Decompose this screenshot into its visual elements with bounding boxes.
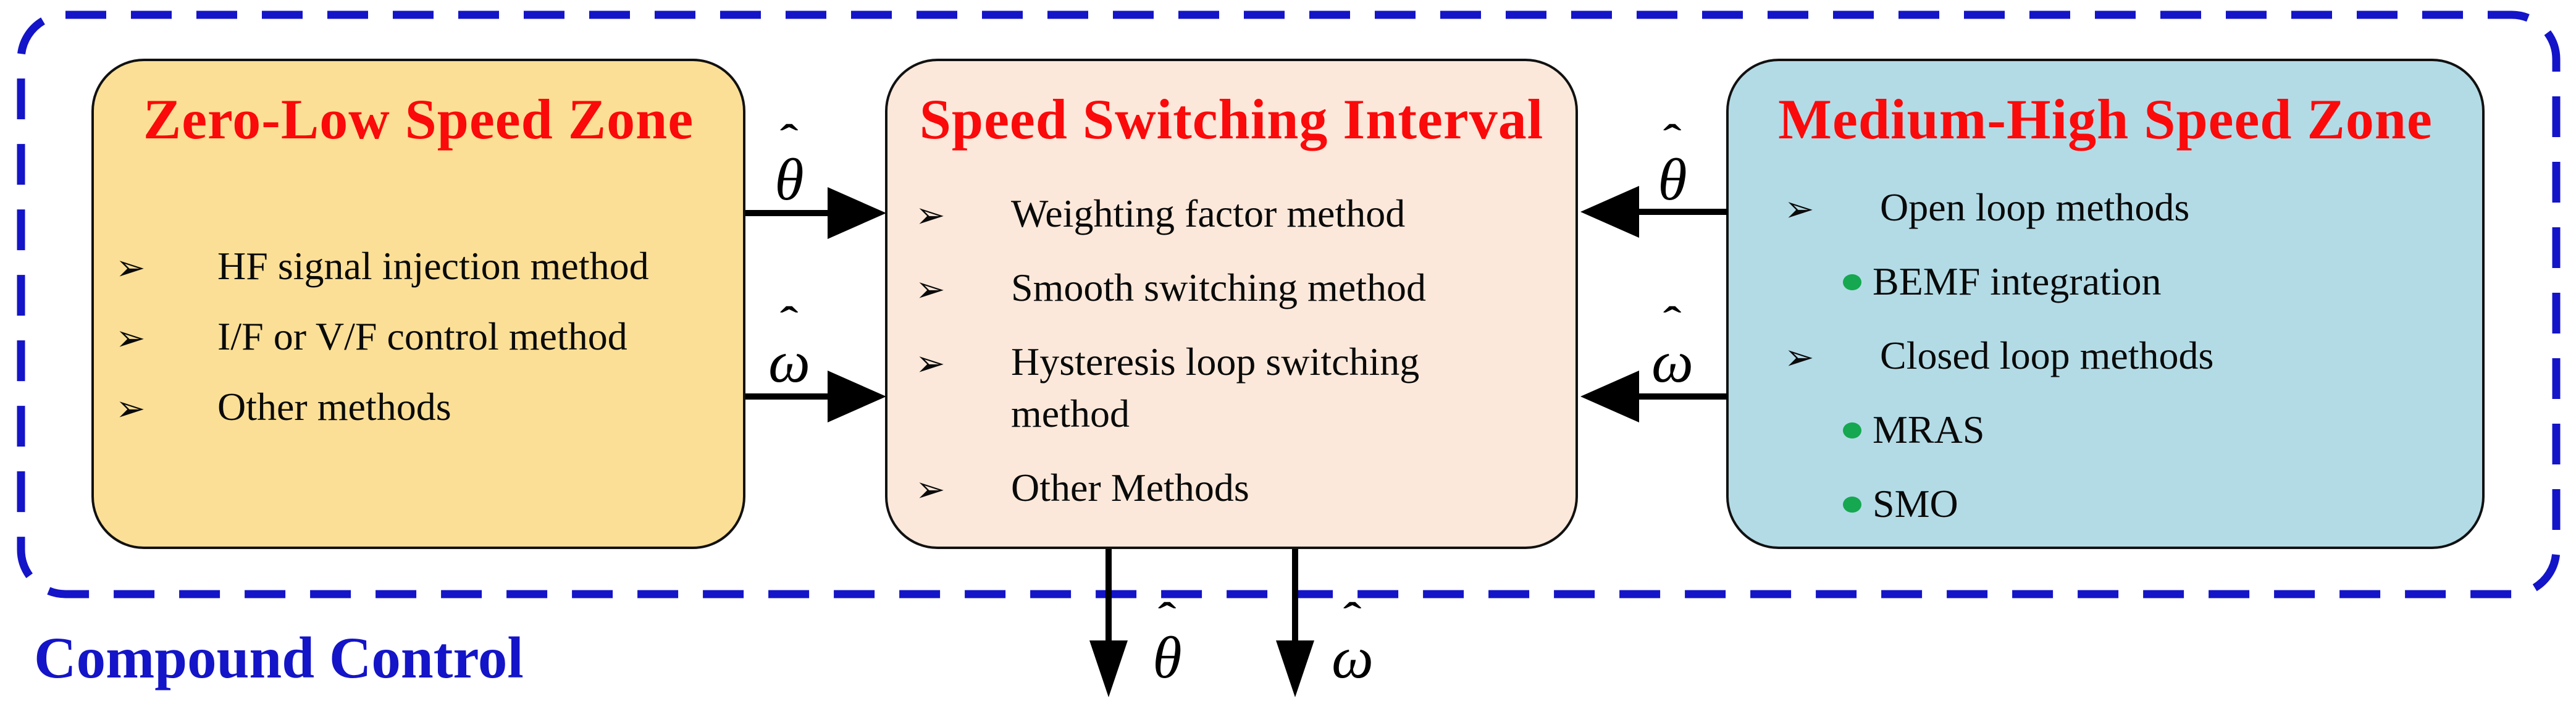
hat-accent: ˆ — [780, 299, 799, 343]
theta-output-arrow-head-icon — [1089, 640, 1128, 697]
arrow-bullet-icon: ➢ — [1784, 336, 1815, 378]
theta-letter: θ — [1658, 146, 1687, 212]
dot-bullet-icon — [1843, 274, 1861, 290]
omega-arrow-left-line — [745, 393, 832, 400]
medium-high-speed-zone-title: Medium-High Speed Zone — [1778, 88, 2433, 151]
list-item-label: Weighting factor method — [1011, 191, 1406, 235]
theta-letter: θ — [774, 146, 804, 212]
arrow-bullet-icon: ➢ — [915, 468, 946, 510]
list-item: MRAS — [1729, 404, 2482, 456]
theta-letter: θ — [1152, 624, 1182, 690]
arrow-bullet-icon: ➢ — [1784, 188, 1815, 230]
list-item-label: MRAS — [1873, 408, 1985, 451]
zero-low-speed-zone-title: Zero-Low Speed Zone — [143, 88, 694, 151]
hat-accent: ˆ — [780, 117, 799, 161]
list-item: SMO — [1729, 478, 2482, 530]
dot-bullet-icon — [1843, 422, 1861, 438]
medium-high-speed-zone-box: Medium-High Speed Zone ➢ Open loop metho… — [1726, 59, 2485, 549]
omega-letter: ω — [1332, 624, 1374, 690]
list-item: ➢ Other Methods — [887, 462, 1575, 514]
theta-arrow-right-head-icon — [1580, 186, 1639, 238]
list-item: ➢ Hysteresis loop switching method — [887, 336, 1575, 440]
list-item: ➢ Closed loop methods — [1729, 330, 2482, 382]
hat-accent: ˆ — [1663, 117, 1682, 161]
list-item-label: Open loop methods — [1880, 185, 2190, 229]
theta-hat-label-left: ˆ θ — [758, 117, 820, 212]
speed-switching-interval-title: Speed Switching Interval — [919, 88, 1544, 151]
list-item: BEMF integration — [1729, 256, 2482, 308]
omega-arrow-right-line — [1637, 393, 1727, 400]
list-item: ➢ HF signal injection method — [94, 240, 743, 292]
list-item-label: BEMF integration — [1873, 259, 2162, 303]
hat-accent: ˆ — [1158, 595, 1177, 639]
omega-hat-label-left: ˆ ω — [758, 299, 820, 395]
switching-method-list: ➢ Weighting factor method ➢ Smooth switc… — [887, 188, 1575, 536]
arrow-bullet-icon: ➢ — [915, 194, 946, 236]
arrow-bullet-icon: ➢ — [915, 268, 946, 310]
zero-low-method-list: ➢ HF signal injection method ➢ I/F or V/… — [94, 240, 743, 451]
omega-output-arrow-head-icon — [1276, 640, 1314, 697]
theta-output-arrow-line — [1105, 549, 1112, 642]
arrow-bullet-icon: ➢ — [915, 342, 946, 384]
list-item: ➢ Weighting factor method — [887, 188, 1575, 240]
theta-arrow-left-head-icon — [828, 187, 886, 239]
omega-arrow-left-head-icon — [828, 371, 886, 422]
list-item-label: Closed loop methods — [1880, 334, 2214, 377]
theta-arrow-right-line — [1637, 209, 1727, 215]
omega-hat-label-output: ˆ ω — [1322, 595, 1383, 690]
list-item-label: Hysteresis loop switching method — [1011, 340, 1420, 435]
hat-accent: ˆ — [1663, 299, 1682, 343]
list-item-label: Smooth switching method — [1011, 266, 1426, 309]
list-item: ➢ Open loop methods — [1729, 182, 2482, 233]
theta-hat-label-output: ˆ θ — [1136, 595, 1198, 690]
list-item-label: Other Methods — [1011, 466, 1249, 510]
list-item-label: HF signal injection method — [217, 244, 649, 288]
dot-bullet-icon — [1843, 497, 1861, 513]
arrow-bullet-icon: ➢ — [115, 317, 146, 359]
omega-letter: ω — [1651, 329, 1693, 395]
theta-hat-label-right: ˆ θ — [1642, 117, 1703, 212]
list-item-label: SMO — [1873, 482, 1958, 526]
omega-hat-label-right: ˆ ω — [1642, 299, 1703, 395]
speed-switching-interval-box: Speed Switching Interval ➢ Weighting fac… — [885, 59, 1578, 549]
list-item: ➢ I/F or V/F control method — [94, 311, 743, 363]
list-item: ➢ Smooth switching method — [887, 262, 1575, 314]
omega-arrow-right-head-icon — [1580, 371, 1639, 422]
zero-low-speed-zone-box: Zero-Low Speed Zone ➢ HF signal injectio… — [91, 59, 745, 549]
omega-output-arrow-line — [1292, 549, 1298, 642]
compound-control-label: Compound Control — [34, 625, 524, 690]
arrow-bullet-icon: ➢ — [115, 387, 146, 429]
omega-letter: ω — [768, 329, 810, 395]
hat-accent: ˆ — [1343, 595, 1362, 639]
theta-arrow-left-line — [745, 210, 832, 216]
list-item: ➢ Other methods — [94, 381, 743, 433]
list-item-label: Other methods — [217, 385, 451, 429]
list-item-label: I/F or V/F control method — [217, 314, 627, 358]
medium-high-method-list: ➢ Open loop methods BEMF integration ➢ C… — [1729, 182, 2482, 552]
arrow-bullet-icon: ➢ — [115, 246, 146, 288]
